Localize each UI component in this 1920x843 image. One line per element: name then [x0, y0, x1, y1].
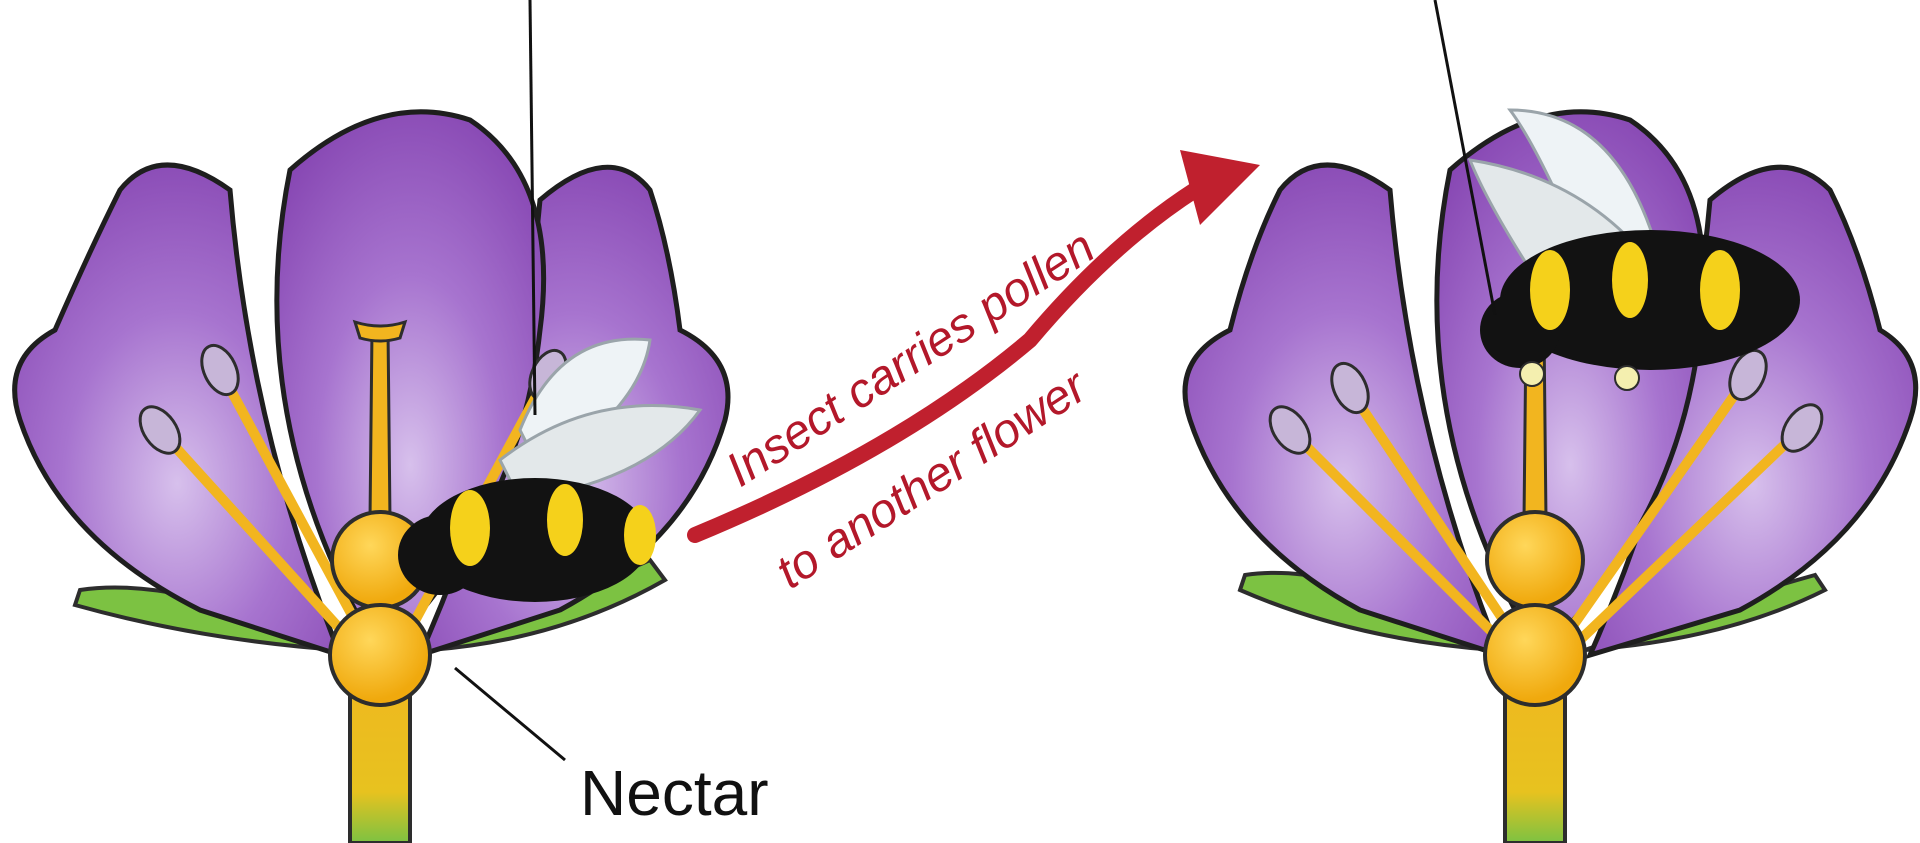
nectar-pointer-line	[455, 668, 565, 760]
right-bee-stripe-3	[1700, 250, 1740, 330]
right-bee-stripe-2	[1612, 242, 1648, 318]
nectar-label: Nectar	[580, 757, 769, 829]
left-bee-stripe-3	[624, 505, 656, 565]
left-bee-stripe-2	[547, 484, 583, 556]
right-bee-pollen-2	[1615, 366, 1639, 390]
pollen-transfer-arrowhead	[1180, 150, 1260, 225]
right-flower	[1185, 0, 1916, 843]
right-nectary	[1485, 605, 1585, 705]
left-bee-stripe-1	[450, 490, 490, 566]
arrow-label-line-1: Insect carries pollen	[717, 220, 1104, 497]
left-nectary	[330, 605, 430, 705]
right-bee-pollen-1	[1520, 362, 1544, 386]
left-stigma	[355, 322, 405, 341]
right-ovary	[1487, 512, 1583, 608]
left-style	[370, 330, 390, 520]
right-bee-stripe-1	[1530, 250, 1570, 330]
left-flower	[15, 0, 728, 843]
